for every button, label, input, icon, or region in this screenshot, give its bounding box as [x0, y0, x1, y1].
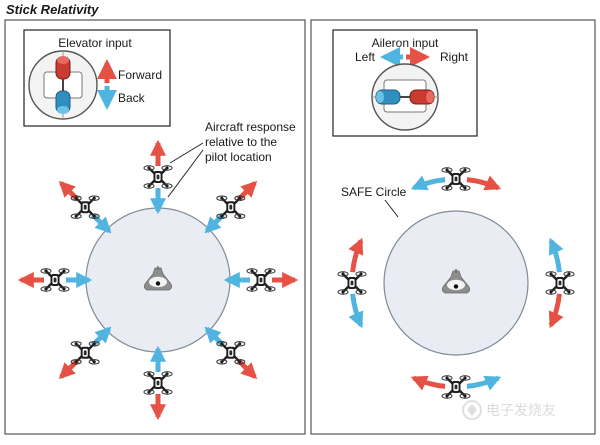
callout-line-2: relative to the	[205, 135, 277, 149]
watermark-logo: 电子发烧友	[462, 400, 556, 420]
right-label: Right	[440, 50, 469, 64]
forward-response-arrow	[236, 358, 258, 380]
left-roll-arrow	[466, 375, 502, 391]
right-roll-arrow	[348, 237, 364, 273]
back-response-arrow	[91, 326, 112, 347]
aileron-stick-icon	[371, 63, 439, 131]
left-roll-arrow	[410, 175, 446, 191]
left-drone-ring	[17, 139, 299, 421]
left-label: Left	[355, 50, 376, 64]
back-label: Back	[118, 91, 146, 105]
callout-line-1: Aircraft response	[205, 120, 296, 134]
back-response-arrow	[91, 213, 112, 234]
safe-circle-leader	[384, 199, 399, 218]
callout-line-3: pilot location	[205, 150, 272, 164]
right-roll-arrow	[410, 375, 446, 391]
forward-response-arrow	[58, 358, 80, 380]
elevator-inset-title: Elevator input	[58, 36, 132, 50]
page-title: Stick Relativity	[6, 2, 99, 17]
right-drone-ring	[336, 166, 576, 400]
left-roll-arrow	[548, 237, 564, 273]
forward-label: Forward	[118, 68, 162, 82]
back-response-arrow	[204, 213, 225, 234]
watermark-text: 电子发烧友	[486, 402, 556, 418]
safe-circle-label: SAFE Circle	[341, 185, 407, 199]
back-response-arrow	[204, 326, 225, 347]
right-roll-arrow	[548, 293, 564, 329]
right-roll-arrow	[466, 175, 502, 191]
stick-icon	[28, 50, 98, 120]
aileron-inset-title: Aileron input	[372, 36, 439, 50]
callout-leader-2	[167, 149, 204, 198]
callout-leader-1	[169, 142, 204, 164]
left-roll-arrow	[348, 293, 364, 329]
forward-response-arrow	[58, 180, 80, 202]
forward-response-arrow	[236, 180, 258, 202]
